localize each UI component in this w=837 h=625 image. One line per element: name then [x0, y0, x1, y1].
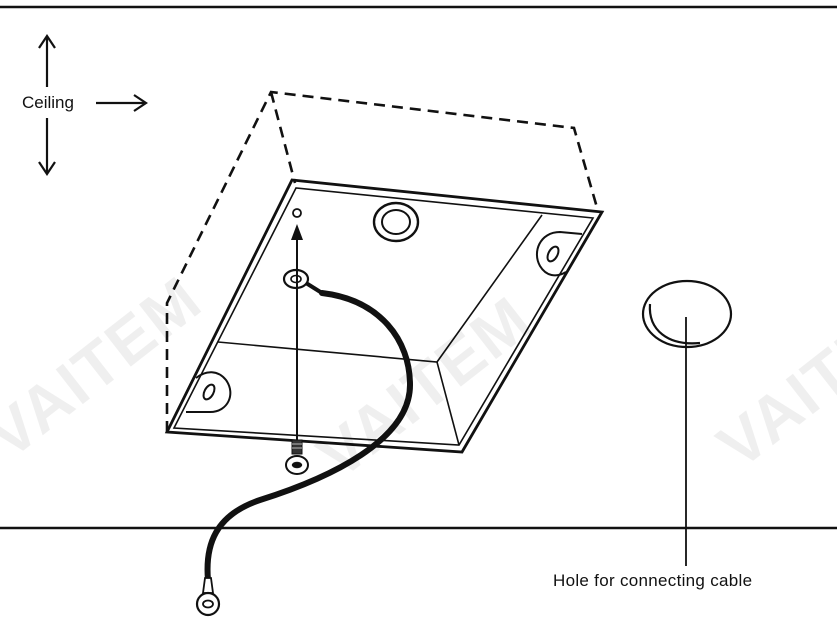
- mounting-tab-right: [535, 230, 583, 277]
- screw-direction-arrow: [291, 224, 303, 440]
- hole-for-cable-label: Hole for connecting cable: [553, 571, 753, 590]
- cable-grommet: [372, 201, 420, 243]
- ceiling-cable-hole: [641, 279, 733, 349]
- screw-hole: [292, 208, 302, 218]
- ground-screw: [285, 439, 309, 475]
- ceiling-label: Ceiling: [22, 93, 74, 112]
- box-dashed-outline: [165, 90, 600, 432]
- mounting-tab-left: [186, 371, 232, 413]
- ground-cable: [195, 268, 414, 617]
- ceiling-direction-arrows: [38, 34, 148, 176]
- box-bottom-face: [164, 178, 605, 454]
